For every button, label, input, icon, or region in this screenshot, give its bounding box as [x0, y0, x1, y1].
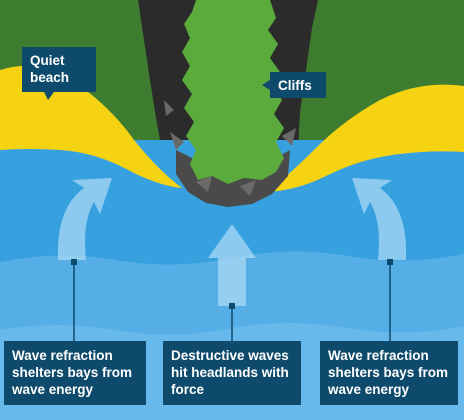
caption-middle-line-1: Destructive waves	[171, 348, 289, 363]
quiet-beach-label: Quiet beach	[22, 47, 96, 92]
caption-middle-line-2: hit headlands with	[171, 365, 289, 380]
leader-dots	[71, 259, 393, 309]
quiet-beach-line-1: Quiet	[30, 53, 65, 68]
wave-arrow-right	[352, 178, 407, 260]
beach-right	[268, 84, 464, 192]
caption-wave-refraction-right: Wave refraction shelters bays from wave …	[320, 341, 458, 405]
caption-right-line-3: wave energy	[328, 382, 410, 397]
cliffs-label: Cliffs	[270, 72, 326, 98]
caption-right-line-2: shelters bays from	[328, 365, 449, 380]
caption-middle-line-3: force	[171, 382, 205, 397]
caption-left-line-2: shelters bays from	[12, 365, 133, 380]
headland-top	[182, 0, 284, 184]
caption-left-line-1: Wave refraction	[12, 348, 113, 363]
caption-left-line-3: wave energy	[12, 382, 94, 397]
wave-arrow-middle	[208, 224, 256, 306]
quiet-beach-line-2: beach	[30, 70, 70, 85]
cliffs-text: Cliffs	[278, 78, 312, 93]
quiet-beach-pointer	[44, 92, 54, 100]
beach-left	[0, 65, 182, 188]
caption-destructive-waves: Destructive waves hit headlands with for…	[163, 341, 301, 405]
wave-arrow-left	[57, 178, 112, 260]
cliffs-pointer	[262, 80, 270, 90]
caption-wave-refraction-left: Wave refraction shelters bays from wave …	[4, 341, 146, 405]
caption-right-line-1: Wave refraction	[328, 348, 429, 363]
